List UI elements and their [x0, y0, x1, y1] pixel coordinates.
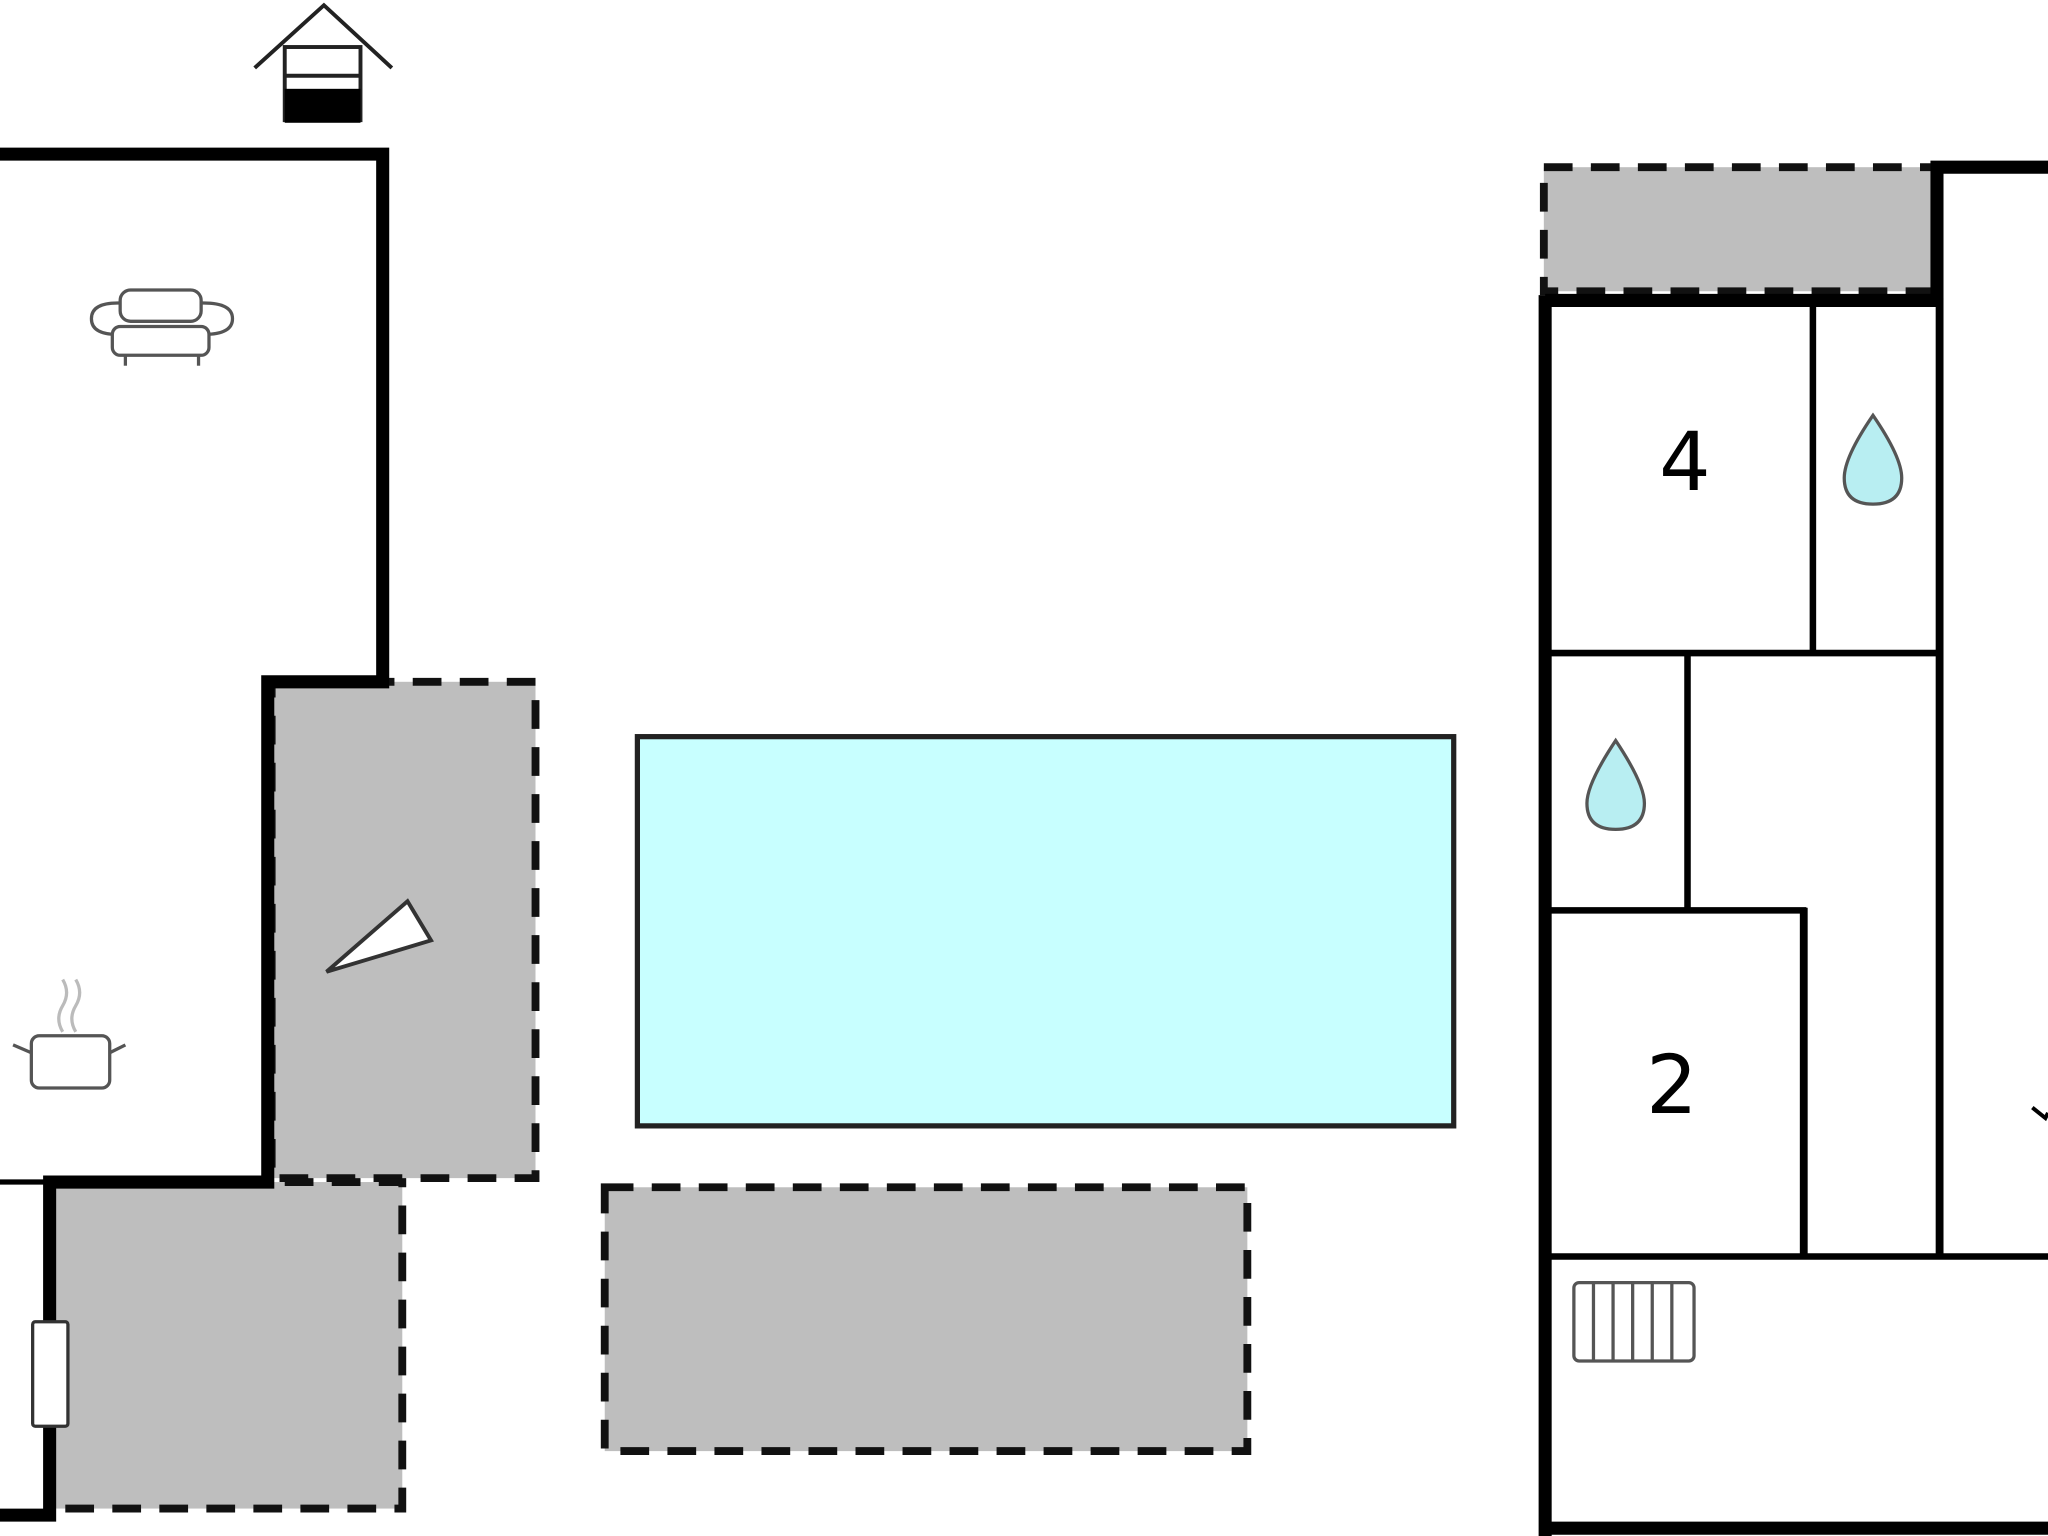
left-building-walls	[0, 147, 390, 1522]
right-building-walls	[1538, 160, 2048, 1536]
terrace-top-right	[1539, 163, 1940, 296]
sofa-icon	[89, 288, 235, 366]
water-drop-icon	[1842, 412, 1904, 506]
cooking-pot-icon	[12, 978, 127, 1090]
radiator-icon	[1572, 1280, 1696, 1363]
window-icon	[31, 1320, 70, 1428]
room-label-4: 4	[1659, 416, 1711, 510]
swimming-pool	[634, 734, 1457, 1129]
partial-room-label	[2031, 1106, 2048, 1122]
terrace-pool	[600, 1183, 1252, 1456]
terrace-lower-left	[45, 1178, 407, 1513]
water-drop-icon	[1585, 737, 1647, 832]
entrance-icon	[253, 2, 394, 123]
terrace-triangle-icon	[325, 898, 434, 974]
room-label-2: 2	[1646, 1039, 1698, 1133]
terraces	[45, 163, 1940, 1513]
